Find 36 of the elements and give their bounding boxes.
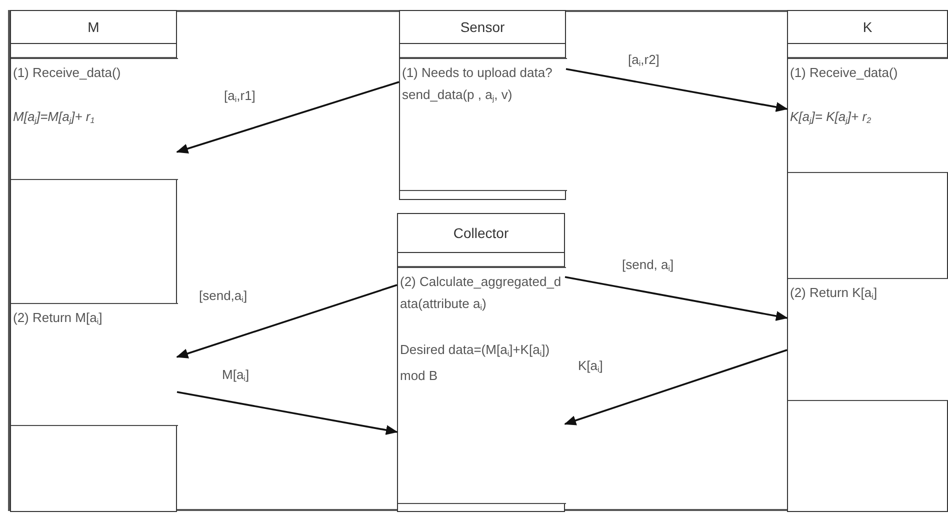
object-name: Collector — [398, 214, 564, 253]
edge-label: [send,a$_{i}$] — [197, 288, 250, 304]
activation-box — [11, 303, 178, 426]
step-text: (2) Return M[a$_{i}$] — [13, 309, 104, 328]
method-box — [398, 267, 566, 504]
method-box — [400, 58, 567, 191]
message-arrow — [176, 284, 398, 358]
step-text: Desired data=(M[a$_{i}$]+K[a$_{i}$]) mod B — [400, 341, 551, 385]
message-arrow — [176, 81, 400, 154]
object-name: Sensor — [400, 11, 565, 44]
step-text: (2) Calculate_aggregated_data(attribute a$_{i}$) — [400, 273, 562, 314]
activation-box — [788, 278, 948, 401]
message-arrow — [564, 276, 788, 321]
message-arrow — [176, 391, 398, 435]
edge-label: K[a$_{i}$] — [576, 358, 605, 374]
step-text: send_data(p , a$_{j}$, v) — [402, 86, 514, 105]
object-box — [399, 10, 566, 200]
step-text: (1) Receive_data() — [13, 64, 122, 82]
activation-box — [788, 58, 948, 173]
object-name: K — [788, 11, 947, 44]
message-arrow — [566, 68, 788, 112]
edge-label: M[a$_{i}$] — [220, 367, 252, 383]
edge-label: [a$_{i}$,r2] — [626, 52, 662, 68]
edge-label: [a$_{i}$,r1] — [222, 88, 258, 104]
edge-label: [send, a$_{i}$] — [620, 257, 676, 273]
object-box — [397, 213, 565, 512]
lifeline-box — [10, 10, 177, 512]
message-arrow — [564, 349, 788, 426]
formula-text: M[a$_{j}$]=M[a$_{j}$]+ r$_{1}$ — [13, 108, 96, 127]
activation-box — [11, 58, 178, 180]
step-text: (1) Receive_data() — [790, 64, 899, 82]
step-text: (1) Needs to upload data? — [402, 64, 554, 82]
formula-text: K[a$_{j}$]= K[a$_{j}$]+ r$_{2}$ — [790, 108, 872, 127]
step-text: (2) Return K[a$_{i}$] — [790, 284, 878, 303]
object-name: M — [11, 11, 176, 44]
lifeline-box — [787, 10, 948, 512]
